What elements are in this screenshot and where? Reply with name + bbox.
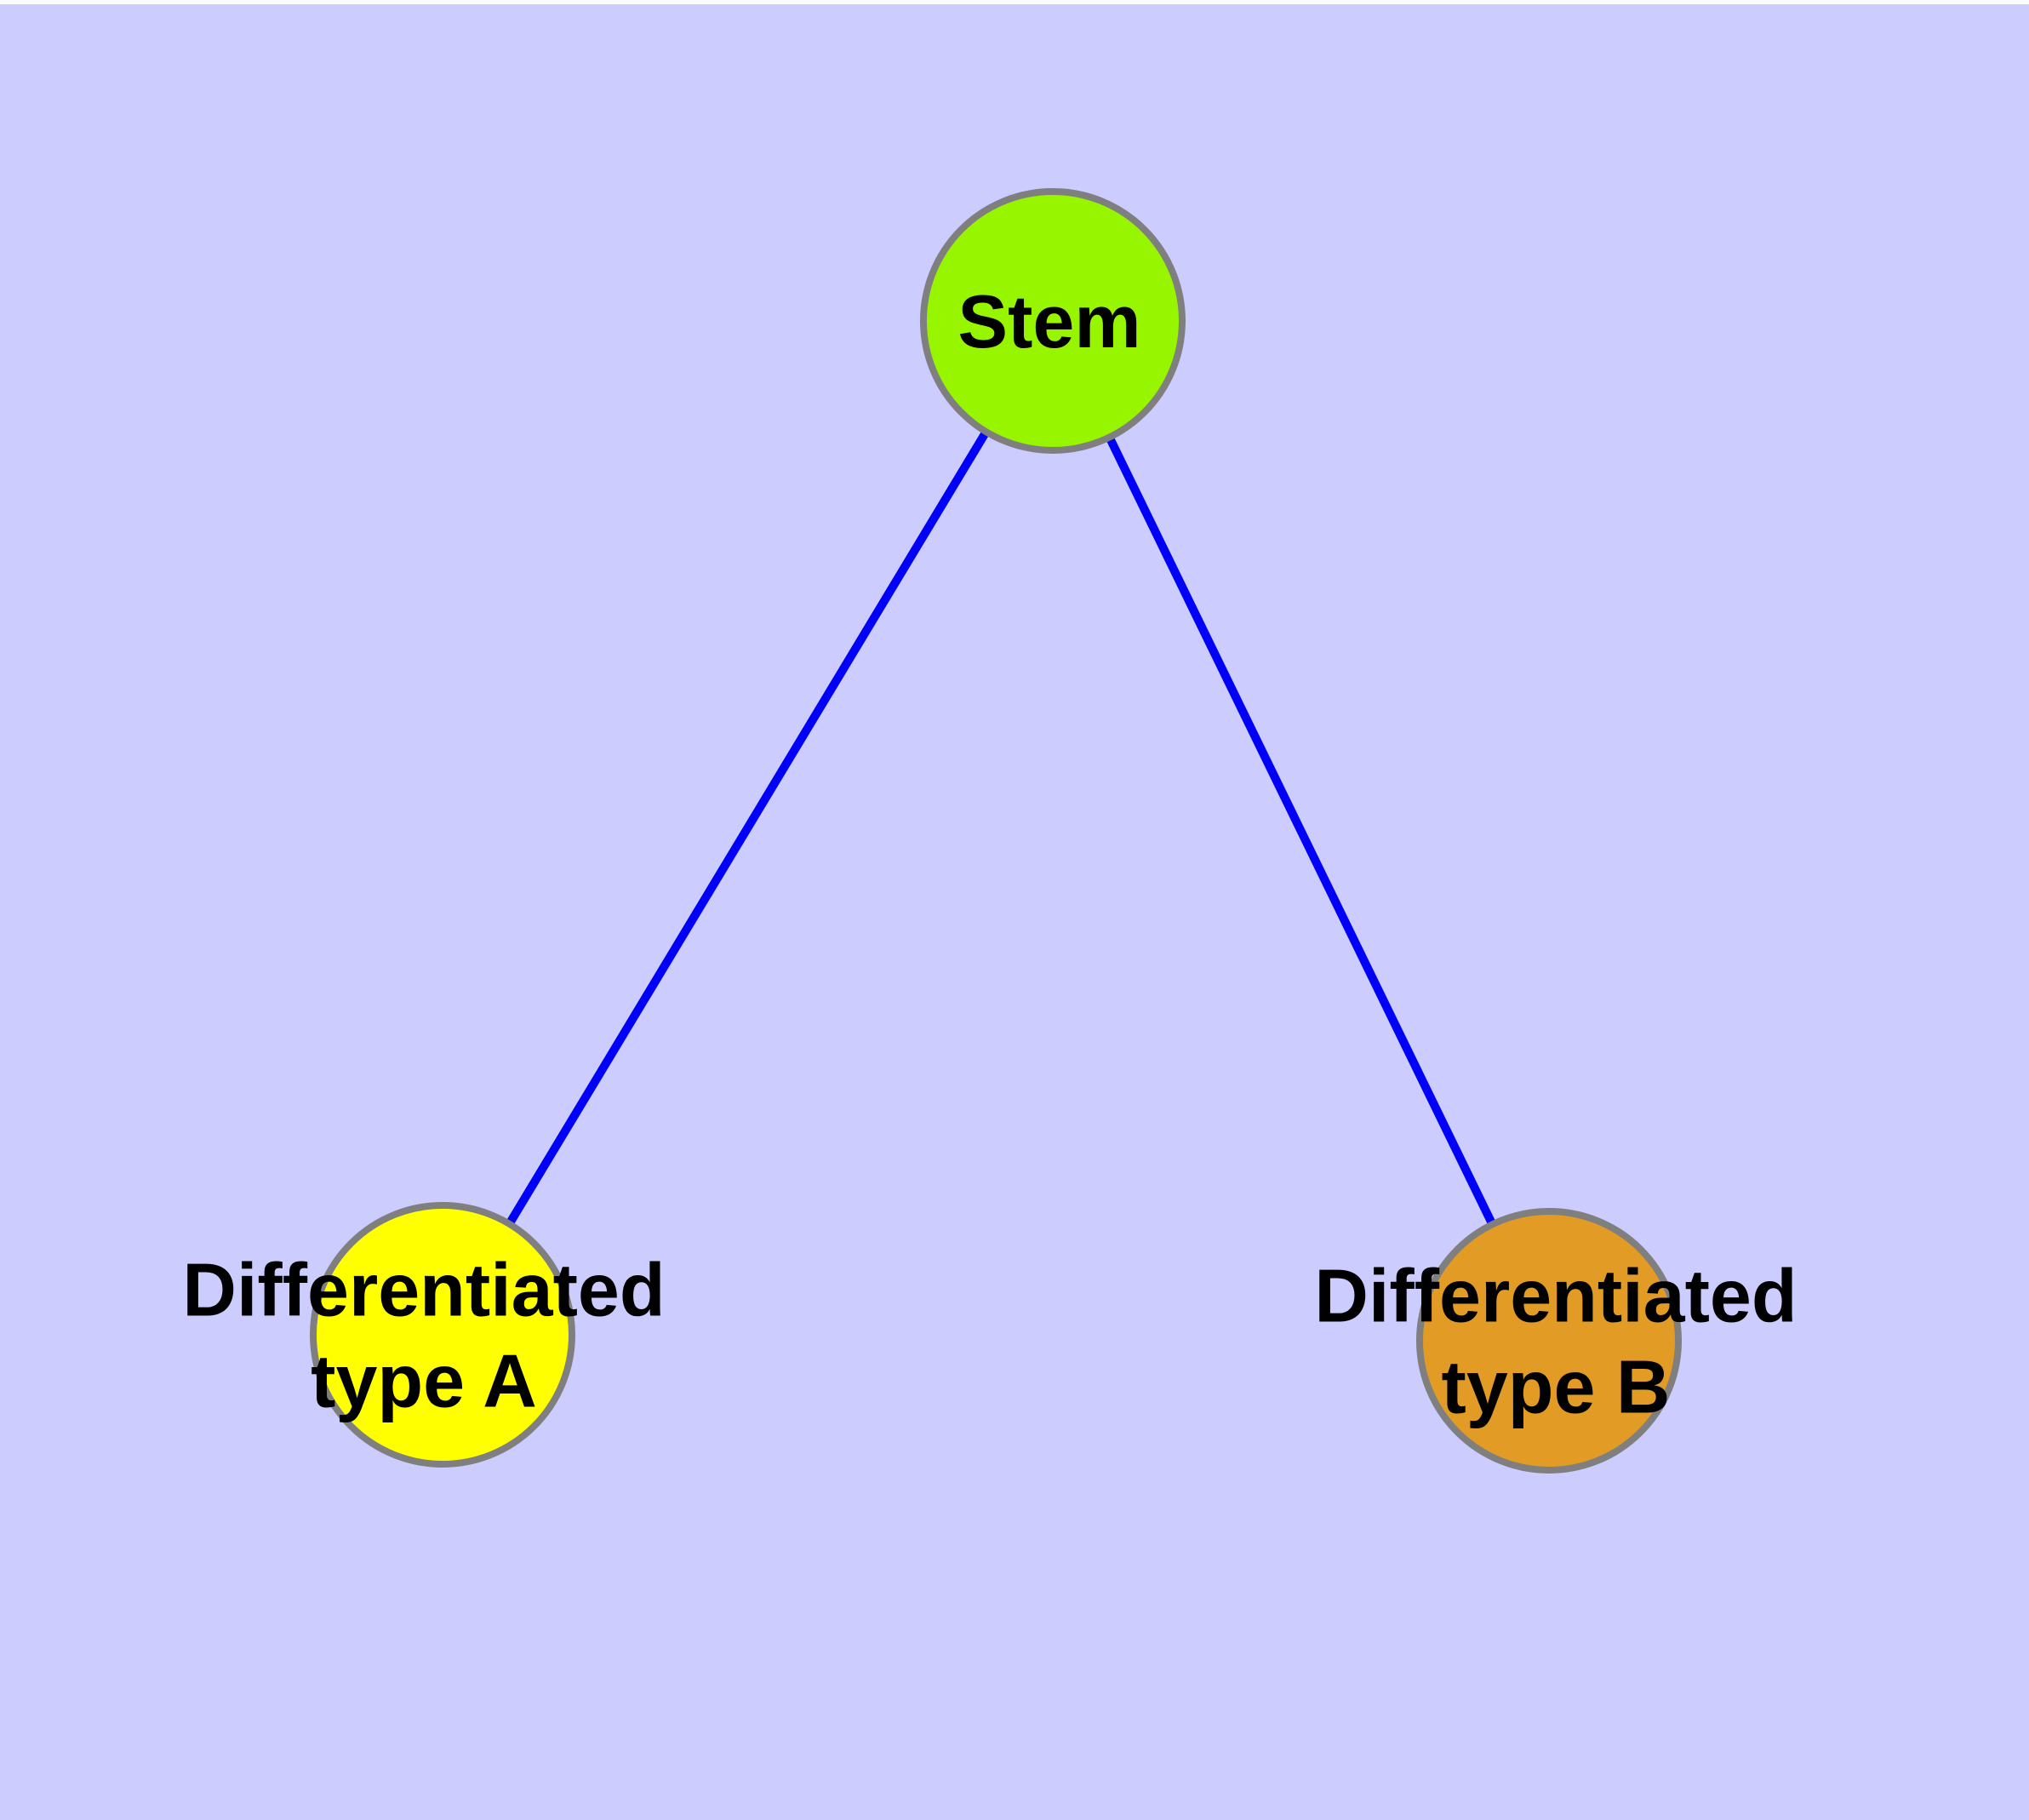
node-label-differentiated-type-a-line-2: type A: [311, 1339, 537, 1423]
node-label-stem-line-1: Stem: [957, 279, 1140, 363]
edge-stem-to-differentiated-type-a: [438, 318, 1057, 1337]
node-differentiated-type-b[interactable]: [1416, 1208, 1682, 1474]
edge-stem-to-differentiated-type-b: [1049, 318, 1553, 1343]
node-differentiated-type-a[interactable]: [310, 1202, 575, 1468]
node-stem[interactable]: [920, 188, 1186, 454]
top-border-strip: [0, 0, 2029, 4]
node-label-differentiated-type-b-line-1: Differentiated: [1314, 1254, 1797, 1338]
node-label-differentiated-type-b-line-2: type B: [1442, 1345, 1671, 1429]
node-label-differentiated-type-a-line-1: Differentiated: [182, 1248, 665, 1332]
